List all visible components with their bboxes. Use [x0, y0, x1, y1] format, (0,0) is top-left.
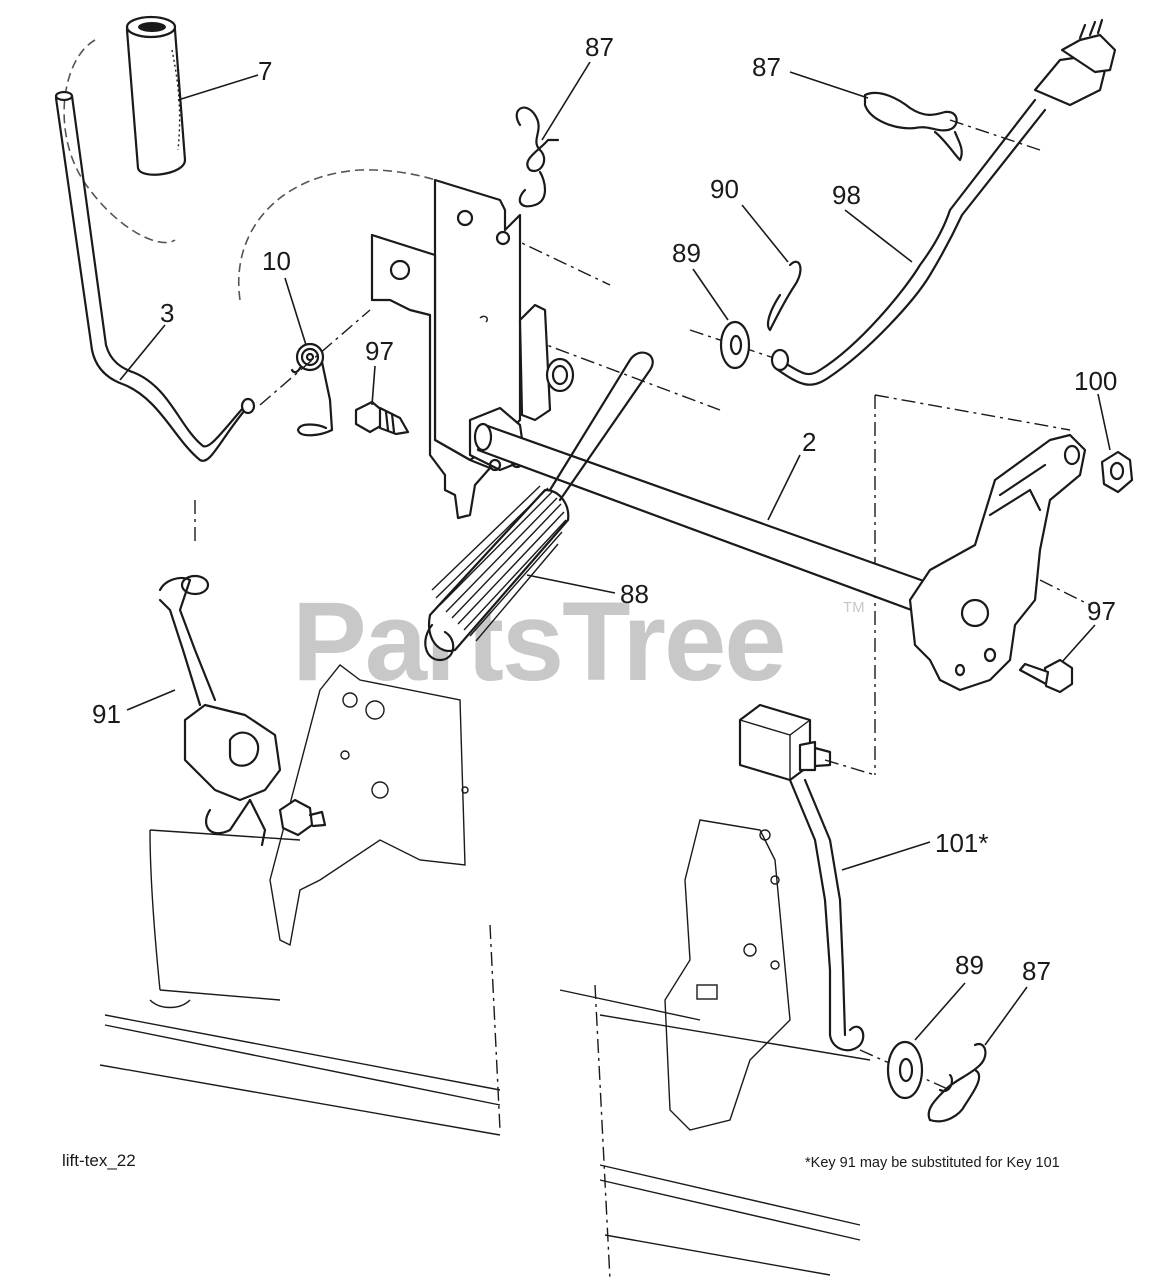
part-89-washer-lower	[886, 1040, 924, 1100]
watermark-trademark: TM	[843, 599, 865, 616]
part-98-adjust-rod	[770, 18, 1117, 386]
part-88-extension-spring	[424, 351, 654, 662]
part-87-clip-lower	[927, 1042, 987, 1123]
callout-3: 3	[160, 298, 174, 328]
callout-10: 10	[262, 246, 291, 276]
mower-deck-frame-right	[559, 989, 871, 1276]
part-89-washer-upper	[719, 320, 751, 370]
callout-87-top: 87	[585, 32, 614, 62]
callout-97-right: 97	[1087, 596, 1116, 626]
part-7-grip	[125, 15, 187, 176]
callout-98: 98	[832, 180, 861, 210]
phantom-outline	[63, 39, 176, 244]
callout-100: 100	[1074, 366, 1117, 396]
callout-7: 7	[258, 56, 272, 86]
callout-88: 88	[620, 579, 649, 609]
callout-90: 90	[710, 174, 739, 204]
diagram-id: lift-tex_22	[62, 1151, 136, 1170]
part-87-clip-right	[863, 91, 963, 162]
part-3-lift-handle	[54, 90, 256, 462]
callout-87-lower: 87	[1022, 956, 1051, 986]
mower-deck-frame-left	[99, 829, 501, 1136]
part-10-torsion-spring	[290, 342, 334, 437]
part-97-bolt-right	[1018, 658, 1074, 694]
lift-arm-right	[908, 433, 1087, 692]
right-lift-plate	[664, 819, 791, 1131]
part-100-nut	[1100, 450, 1134, 494]
watermark-brand: PartsTree	[292, 579, 785, 704]
callout-89-lower: 89	[955, 950, 984, 980]
leader-lines	[119, 61, 1111, 1046]
part-91-lift-link	[158, 574, 327, 847]
callout-101: 101*	[935, 828, 989, 858]
footnote: *Key 91 may be substituted for Key 101	[805, 1155, 1060, 1171]
callout-91: 91	[92, 699, 121, 729]
left-lift-plate	[269, 664, 466, 947]
callout-89-upper: 89	[672, 238, 701, 268]
part-87-clip-top	[515, 106, 560, 208]
part-97-bolt-left	[354, 400, 410, 436]
callout-97-left: 97	[365, 336, 394, 366]
callout-87-right: 87	[752, 52, 781, 82]
part-90-hairpin	[766, 260, 802, 332]
part-101-lift-link	[738, 703, 865, 1052]
callout-2: 2	[802, 427, 816, 457]
